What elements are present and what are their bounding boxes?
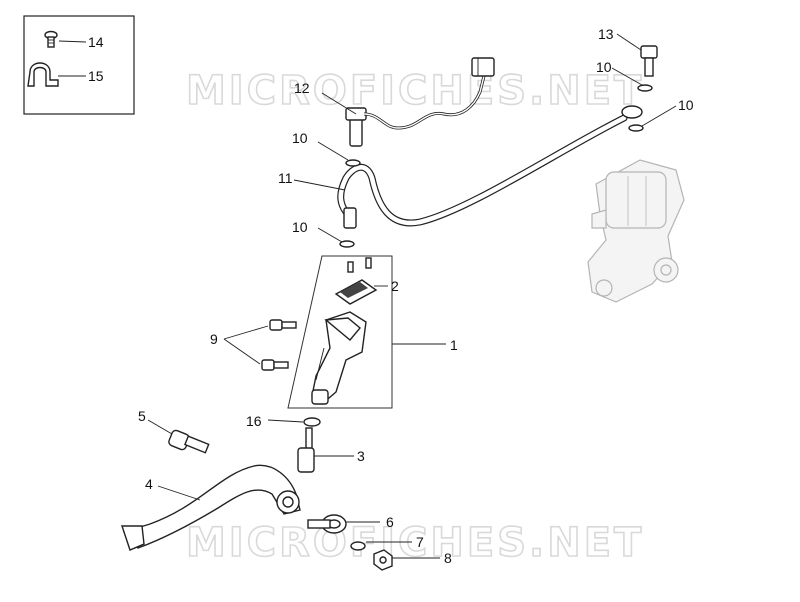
sealing-washer — [628, 124, 644, 132]
mounting-bolt — [261, 359, 289, 371]
callout-7: 7 — [416, 534, 424, 550]
callout-3: 3 — [357, 448, 365, 464]
sealing-washer — [345, 159, 361, 167]
flat-washer — [350, 541, 366, 551]
brake-light-switch — [345, 57, 495, 147]
brake-hose — [337, 105, 643, 229]
pushrod-seal — [303, 417, 321, 427]
callout-10: 10 — [678, 97, 694, 113]
legend-number-15: 15 — [88, 68, 104, 84]
callout-12: 12 — [294, 80, 310, 96]
clamp-icon — [27, 62, 59, 87]
callout-10: 10 — [292, 219, 308, 235]
callout-16: 16 — [246, 413, 262, 429]
callout-1: 1 — [450, 337, 458, 353]
callout-5: 5 — [138, 408, 146, 424]
brake-pedal — [121, 464, 301, 551]
callout-10: 10 — [292, 130, 308, 146]
pivot-pin — [168, 429, 210, 454]
master-cylinder — [311, 311, 367, 405]
kit-boundary — [287, 255, 393, 409]
mounting-bolt — [269, 319, 297, 331]
legend-box: 14 15 — [23, 15, 135, 115]
callout-8: 8 — [444, 550, 452, 566]
watermark-top: MICROFICHES.NET — [186, 68, 644, 114]
legend-number-14: 14 — [88, 34, 104, 50]
callout-10: 10 — [596, 59, 612, 75]
reservoir-cap — [334, 257, 378, 305]
watermark-bottom: MICROFICHES.NET — [186, 520, 644, 566]
callout-11: 11 — [278, 170, 293, 186]
callout-2: 2 — [391, 278, 399, 294]
pivot-bushing — [307, 514, 347, 534]
banjo-bolt — [640, 45, 658, 77]
sealing-washer — [339, 240, 355, 248]
callout-6: 6 — [386, 514, 394, 530]
callout-13: 13 — [598, 26, 614, 42]
screw-icon — [44, 30, 58, 48]
callout-9: 9 — [210, 331, 218, 347]
brake-caliper — [587, 159, 685, 303]
sealing-washer — [637, 84, 653, 92]
pushrod-clevis — [297, 427, 315, 473]
callout-4: 4 — [145, 476, 153, 492]
lock-nut — [373, 549, 393, 571]
